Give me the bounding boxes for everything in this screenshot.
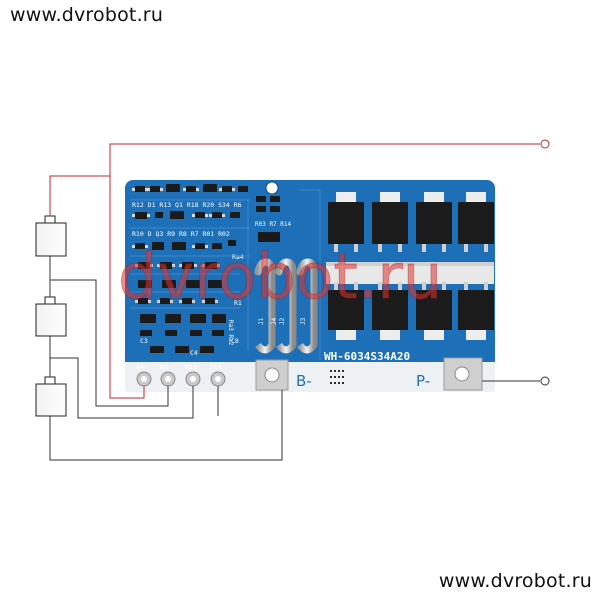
pcb-traces: [130, 189, 321, 360]
battery-cell-3: [35, 376, 67, 417]
jumper-label-1: J1: [258, 317, 265, 325]
battery-cells: [35, 215, 67, 417]
jumper-j3: [296, 258, 318, 349]
pad-label-b3: B3+: [160, 363, 172, 371]
pad-label-b2: B2+: [185, 363, 197, 371]
silk-right: R03 R7 R14: [255, 221, 292, 228]
silk-c4: C4: [190, 349, 198, 357]
jumper-j2: [275, 258, 297, 349]
wire-b-minus: [49, 390, 283, 461]
jumper-label-3: J3: [300, 317, 307, 325]
silk-c8: C8: [231, 337, 239, 345]
silk-c3: C3: [140, 337, 148, 345]
board-model-label: WH-6034S34A20: [324, 350, 410, 363]
power-pads: B- P-: [255, 357, 483, 391]
pad-label-b1: B1+: [210, 363, 222, 371]
mosfet-row-top: [328, 192, 494, 252]
label-b-minus: B-: [296, 372, 312, 390]
silkscreen-labels: R12 D1 R13 Q1 R18 R20 S34 R6 R10 D Q3 R9…: [132, 201, 292, 357]
silk-mid: Ra3 Ra2: [227, 320, 234, 346]
jumper-label-2: J2: [279, 317, 286, 325]
pad-label-b4: B4+: [136, 363, 148, 371]
watermark-text: dvrobot.ru: [118, 240, 442, 313]
wire-b2: [50, 357, 194, 419]
mosfet-row-bottom: [328, 282, 494, 340]
silk-ra4: Ra4: [232, 253, 244, 261]
battery-cell-2: [35, 296, 67, 337]
wiring: [49, 143, 540, 461]
site-url-bottom: www.dvrobot.ru: [438, 570, 592, 592]
site-url-top: www.dvrobot.ru: [10, 4, 164, 26]
mosfet-plate: [326, 262, 494, 284]
jumper-wires: J1 J2 J3 J4: [254, 258, 318, 354]
label-p-minus: P-: [416, 372, 430, 390]
terminal-p-minus: [540, 376, 550, 386]
silk-row3: R10 D Q3 R9 R8 R7 R01 R02: [132, 230, 230, 238]
balance-pads: B4+ B3+ B2+ B1+: [136, 363, 226, 387]
silk-r1: R1: [234, 299, 242, 307]
wire-b3: [50, 279, 169, 407]
jumper-label-4: J4: [271, 317, 278, 325]
terminal-p-plus: [540, 139, 550, 149]
battery-cell-1: [35, 215, 67, 257]
jumper-j1: [254, 258, 276, 349]
smd-components: [132, 184, 280, 353]
wire-b4: [109, 176, 145, 399]
mosfet-array: [326, 192, 494, 340]
silk-row1: R12 D1 R13 Q1 R18 R20 S34 R6: [132, 201, 242, 209]
